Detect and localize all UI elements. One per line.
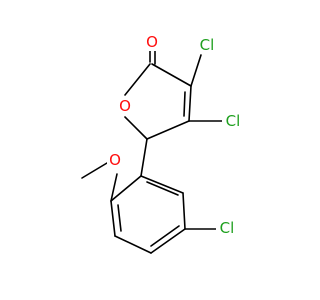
atom-o-ring: O bbox=[117, 97, 133, 115]
atom-cl-3-label: Cl bbox=[200, 36, 215, 54]
bonds bbox=[81, 44, 223, 254]
bond-ar6-ar1 bbox=[110, 175, 142, 202]
atom-cl-aryl-label: Cl bbox=[220, 219, 235, 237]
bond-ar2-ar3 bbox=[182, 192, 186, 230]
bond-c5-aryl bbox=[140, 138, 148, 177]
bond-c4-c5 bbox=[146, 120, 190, 140]
atom-o-ring-label: O bbox=[119, 97, 131, 115]
bond-ar1-ar2 bbox=[140, 175, 184, 194]
bond-ar3-ar4 bbox=[150, 228, 186, 254]
bond-ar4-ar5 bbox=[114, 235, 152, 254]
bond-c2-c3 bbox=[151, 63, 192, 87]
bond-ar3-ar4-inner bbox=[150, 225, 180, 247]
atom-o-methoxy: O bbox=[107, 151, 123, 169]
bond-c3-c4-b bbox=[183, 91, 186, 117]
molecule-structure: O O Cl Cl O Cl bbox=[81, 33, 244, 254]
atom-cl-4-label: Cl bbox=[226, 112, 241, 130]
bond-ar1-ar2-inner bbox=[146, 181, 179, 196]
bond-ar6-o-methoxy bbox=[110, 173, 118, 202]
bond-ar5-ar6 bbox=[110, 200, 116, 237]
atom-o-carbonyl-label: O bbox=[146, 33, 158, 51]
atom-cl-3: Cl bbox=[196, 36, 218, 54]
atom-labels: O O Cl Cl O Cl bbox=[107, 33, 244, 237]
atom-cl-4: Cl bbox=[222, 112, 244, 130]
bond-c3-cl bbox=[190, 54, 202, 87]
bond-o-ring-c2 bbox=[124, 63, 151, 96]
atom-cl-aryl: Cl bbox=[216, 219, 238, 237]
atom-o-carbonyl: O bbox=[144, 33, 160, 51]
bond-o-methoxy-ch3 bbox=[81, 162, 108, 179]
bond-c5-o-ring bbox=[124, 116, 148, 140]
atom-o-methoxy-label: O bbox=[109, 151, 121, 169]
bond-ar5-ar6-inner bbox=[117, 204, 122, 232]
bond-c3-c4-a bbox=[188, 85, 192, 122]
